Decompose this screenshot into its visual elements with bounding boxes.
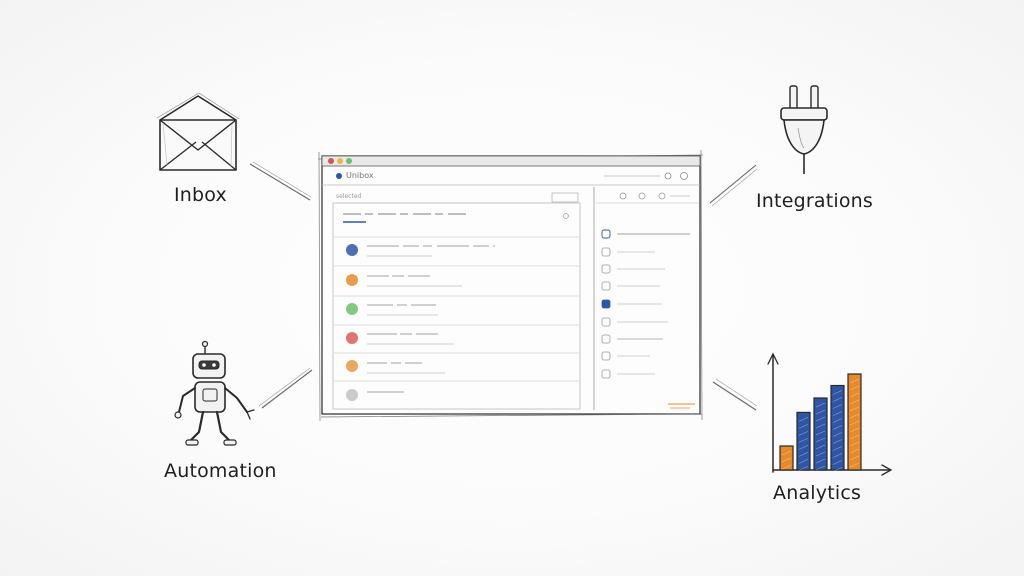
- chart-bar-hatch: [815, 402, 826, 408]
- chart-bar-hatch: [832, 425, 843, 430]
- chart-bar-hatch: [781, 464, 792, 470]
- chart-bar-hatch: [832, 432, 843, 437]
- message-row-5[interactable]: [334, 352, 579, 374]
- chart-bar-hatch: [849, 441, 860, 447]
- chart-bar-hatch: [798, 445, 809, 450]
- window-frame: [321, 155, 701, 415]
- chart-bar-hatch: [781, 450, 792, 456]
- message-list-pane: [332, 202, 581, 410]
- node-label-analytics: Analytics: [773, 482, 862, 504]
- minimize-dot-icon[interactable]: [337, 158, 343, 164]
- chart-bar-hatch: [815, 458, 826, 464]
- app-window-title: Unibox: [346, 171, 374, 180]
- sidebar-options: [601, 229, 690, 379]
- chart-bar-hatch: [798, 417, 809, 422]
- chart-bar-hatch: [815, 423, 826, 429]
- chart-bar-hatch: [798, 424, 809, 429]
- message-row-3[interactable]: [334, 295, 579, 316]
- chart-bar-hatch: [815, 451, 826, 457]
- chart-bar-hatch: [815, 416, 826, 422]
- chart-bar-hatch: [781, 457, 792, 463]
- chart-bar-hatch: [832, 467, 843, 472]
- chart-bar-hatch: [849, 399, 860, 405]
- app-logo-icon: [336, 173, 342, 179]
- chart-bar-2: [796, 411, 811, 471]
- chart-bar-hatch: [815, 465, 826, 471]
- message-row-4[interactable]: [334, 324, 579, 345]
- chart-bar-hatch: [832, 411, 843, 416]
- chart-bar-1: [779, 445, 794, 471]
- chart-bar-hatch: [849, 455, 860, 461]
- filter-label: selected: [336, 193, 362, 200]
- message-row-1[interactable]: [334, 236, 579, 257]
- chart-bar-hatch: [849, 413, 860, 419]
- chart-bar-hatch: [849, 462, 860, 468]
- node-label-automation: Automation: [164, 460, 277, 482]
- node-label-inbox: Inbox: [174, 184, 227, 206]
- chart-bar-hatch: [832, 460, 843, 465]
- maximize-dot-icon[interactable]: [346, 158, 352, 164]
- chart-bar-3: [813, 397, 828, 471]
- connector-inbox: [249, 163, 311, 201]
- chart-bar-hatch: [798, 459, 809, 464]
- chart-bar-hatch: [798, 452, 809, 457]
- chart-bar-hatch: [815, 444, 826, 450]
- chart-bar-hatch: [815, 437, 826, 443]
- connector-automation: [261, 369, 313, 409]
- chart-bar-hatch: [832, 453, 843, 458]
- chart-bar-hatch: [832, 390, 843, 395]
- chart-bar-hatch: [832, 446, 843, 451]
- close-dot-icon[interactable]: [328, 158, 334, 164]
- chart-bar-hatch: [849, 427, 860, 433]
- chart-bar-hatch: [849, 406, 860, 412]
- chart-bar-hatch: [815, 430, 826, 436]
- chart-bar-hatch: [832, 439, 843, 444]
- chart-bar-hatch: [798, 431, 809, 436]
- chart-bar-hatch: [832, 404, 843, 409]
- chart-bar-hatch: [849, 434, 860, 440]
- chart-bar-hatch: [815, 409, 826, 415]
- window-titlebar: [321, 155, 701, 167]
- chart-bar-hatch: [849, 378, 860, 384]
- search-icon[interactable]: [664, 172, 672, 180]
- chart-bar-hatch: [849, 385, 860, 391]
- message-row-6[interactable]: [334, 380, 579, 401]
- chart-bar-hatch: [832, 418, 843, 423]
- connector-integrations: [709, 164, 757, 204]
- chart-bar-hatch: [849, 448, 860, 454]
- chart-bar-hatch: [798, 438, 809, 443]
- chart-bar-hatch: [832, 397, 843, 402]
- connector-analytics: [712, 381, 757, 411]
- chart-bar-5: [847, 373, 862, 471]
- settings-icon[interactable]: [680, 172, 688, 180]
- chart-bar-hatch: [798, 466, 809, 471]
- chart-bar-4: [830, 384, 845, 471]
- refresh-icon[interactable]: [563, 213, 569, 219]
- message-row-2[interactable]: [334, 265, 579, 287]
- chart-bar-hatch: [849, 420, 860, 426]
- chart-bar-hatch: [849, 392, 860, 398]
- filter-button[interactable]: [551, 192, 579, 203]
- node-label-integrations: Integrations: [756, 190, 873, 212]
